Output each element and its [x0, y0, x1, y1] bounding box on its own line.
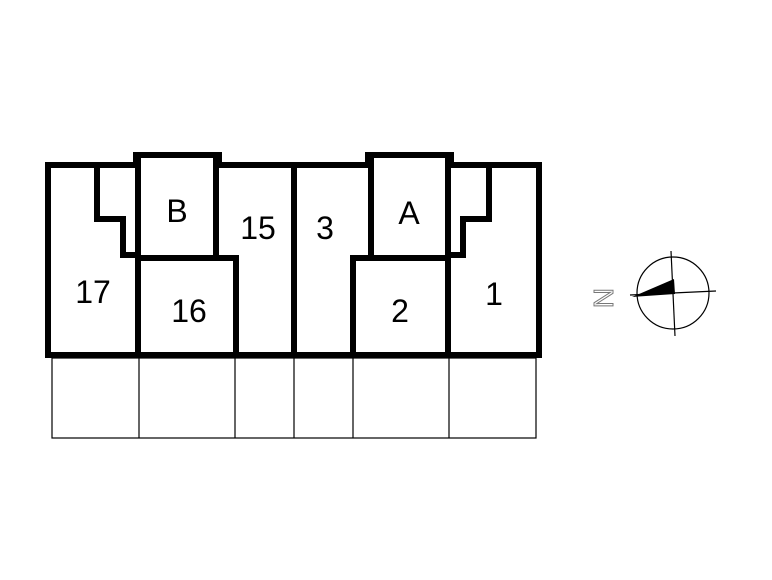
north-arrow-icon: N — [588, 250, 717, 337]
compass-needle — [632, 279, 675, 297]
wall-notch-left — [94, 165, 141, 258]
unit-labels: 17 B 16 15 3 A 2 1 — [75, 193, 503, 329]
building-outline — [45, 152, 542, 358]
compass-circle — [636, 256, 710, 330]
lower-strip — [51, 357, 537, 439]
unit-label-17: 17 — [75, 274, 111, 310]
unit-label-b: B — [166, 193, 187, 229]
wall-2-top — [350, 255, 451, 358]
interior-walls — [94, 157, 492, 358]
unit-label-a: A — [398, 195, 420, 231]
wall-notch-right — [445, 165, 492, 258]
unit-label-16: 16 — [171, 293, 207, 329]
wall-16-top — [135, 255, 239, 358]
unit-label-3: 3 — [316, 210, 334, 246]
compass-north-label: N — [588, 288, 619, 308]
unit-label-2: 2 — [391, 293, 409, 329]
unit-label-1: 1 — [485, 276, 503, 312]
unit-label-15: 15 — [240, 210, 276, 246]
